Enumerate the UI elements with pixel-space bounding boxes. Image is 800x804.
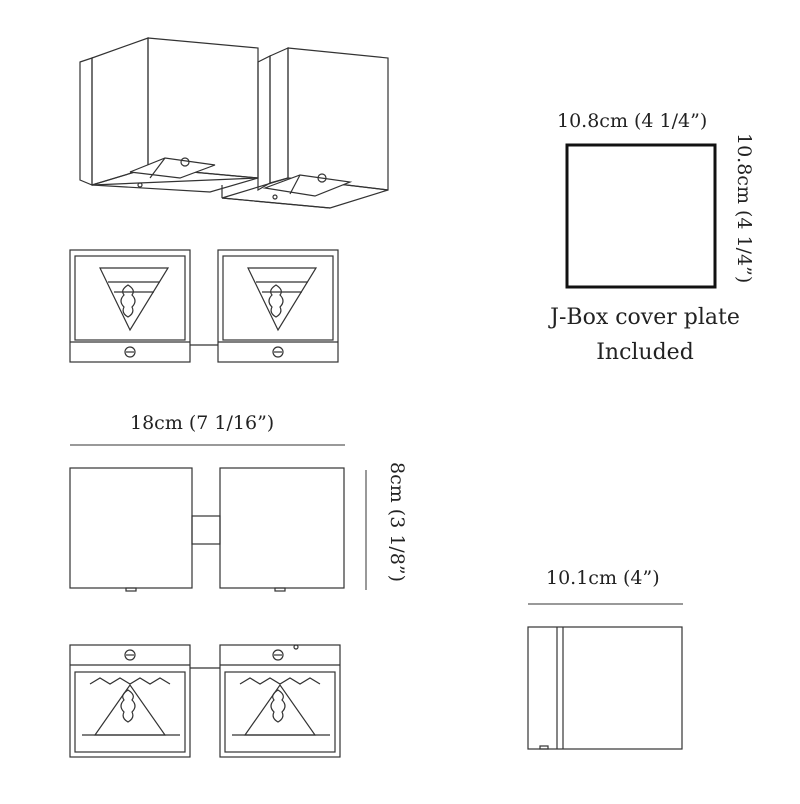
cover-plate-square: [565, 143, 717, 289]
bottom-left-unit: [69, 644, 191, 758]
plate-note-line1: J-Box cover plate: [550, 305, 740, 330]
elevation-view: [69, 444, 367, 592]
plate-width-label: 10.8cm (4 1/4”): [557, 110, 708, 132]
front-height-label: 8cm (3 1/8”): [386, 462, 408, 583]
front-left-unit: [69, 249, 191, 363]
jbox-cover-plate: [565, 143, 717, 289]
side-view: [527, 603, 683, 750]
side-width-label: 10.1cm (4”): [546, 567, 660, 589]
front-right-unit: [217, 249, 339, 363]
side-view-body: [527, 626, 683, 750]
bottom-right-unit: [219, 644, 341, 758]
bottom-view: [69, 644, 341, 758]
elevation-left-cube: [69, 467, 193, 589]
isometric-left-cube: [79, 37, 259, 193]
front-view: [69, 249, 339, 363]
front-width-label: 18cm (7 1/16”): [130, 412, 275, 434]
isometric-view: [79, 37, 389, 209]
elevation-right-cube: [219, 467, 345, 589]
plate-note-line2: Included: [596, 340, 694, 365]
elevation-connector: [191, 515, 221, 545]
plate-height-label: 10.8cm (4 1/4”): [733, 133, 755, 284]
isometric-right-cube: [221, 47, 389, 209]
